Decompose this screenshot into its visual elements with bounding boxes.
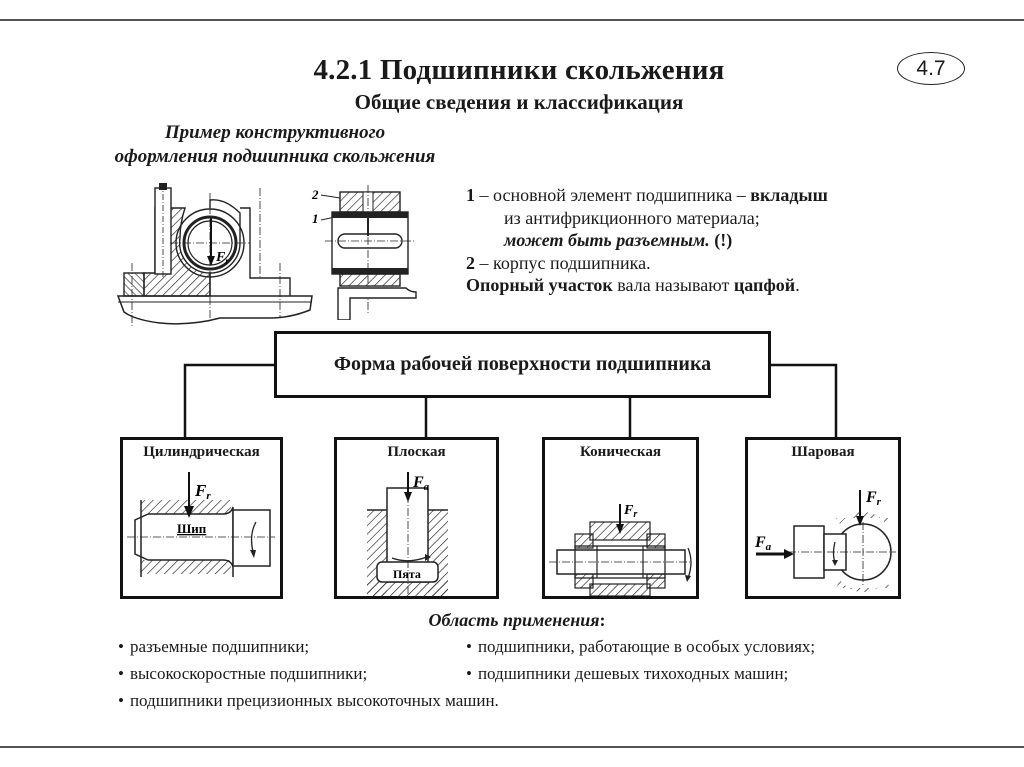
application-item: подшипники дешевых тихоходных машин; <box>466 664 788 684</box>
type-box-spherical: Шаровая Fr Fa <box>745 437 901 599</box>
type-label-conical: Коническая <box>580 444 661 460</box>
callout-2: 2 <box>311 187 319 202</box>
example-caption-line2: оформления подшипника скольжения <box>114 146 436 167</box>
type-box-conical: Коническая Fr <box>542 437 699 599</box>
application-item: подшипники, работающие в особых условиях… <box>466 637 815 657</box>
force-label-spherical-axial: Fa <box>754 534 772 553</box>
callout-1: 1 <box>312 211 319 226</box>
description-item-2: 2 – корпус подшипника. <box>466 252 651 273</box>
force-label-flat: Fa <box>412 474 430 493</box>
classification-root-box: Форма рабочей поверхности подшипника <box>274 331 771 398</box>
description-item-1-line3: может быть разъемным. (!) <box>504 230 733 250</box>
type-label-spherical: Шаровая <box>791 444 855 460</box>
example-caption: Пример конструктивного оформления подшип… <box>80 121 470 169</box>
top-rule <box>0 19 1024 21</box>
application-item: разъемные подшипники; <box>118 637 309 657</box>
force-label-spherical-radial: Fr <box>865 489 882 508</box>
description-item-1-line2: из антифрикционного материала; <box>504 207 760 228</box>
sleeve-bearing-section-drawing: 2 1 <box>311 185 417 320</box>
page-number-badge: 4.7 <box>897 52 965 85</box>
example-caption-line1: Пример конструктивного <box>164 122 386 143</box>
description-journal-definition: Опорный участок вала называют цапфой. <box>466 275 800 295</box>
type-box-flat: Плоская Fa Пята <box>334 437 499 599</box>
type-label-flat: Плоская <box>387 444 446 460</box>
description-block: 1 – основной элемент подшипника – вклады… <box>466 184 828 297</box>
application-item: подшипники прецизионных высокоточных маш… <box>118 691 499 711</box>
part-label-journal: Шип <box>177 521 207 536</box>
type-label-cylindrical: Цилиндрическая <box>143 444 260 460</box>
connector-cylindrical <box>183 363 274 437</box>
force-label-cylindrical: Fr <box>194 481 211 502</box>
part-label-thrust: Пята <box>393 567 421 581</box>
type-box-cylindrical: Цилиндрическая Fr Шип <box>120 437 283 599</box>
page-subtitle: Общие сведения и классификация <box>354 90 684 114</box>
pillow-block-bearing-drawing: Fr <box>116 183 313 328</box>
page-title: 4.2.1 Подшипники скольжения <box>313 54 725 86</box>
application-item: высокоскоростные подшипники; <box>118 664 367 684</box>
force-label-conical: Fr <box>623 503 637 520</box>
connector-spherical <box>771 363 838 437</box>
description-item-1: 1 – основной элемент подшипника – вклады… <box>466 185 828 205</box>
application-title: Область применения: <box>428 610 606 630</box>
bottom-rule <box>0 746 1024 748</box>
